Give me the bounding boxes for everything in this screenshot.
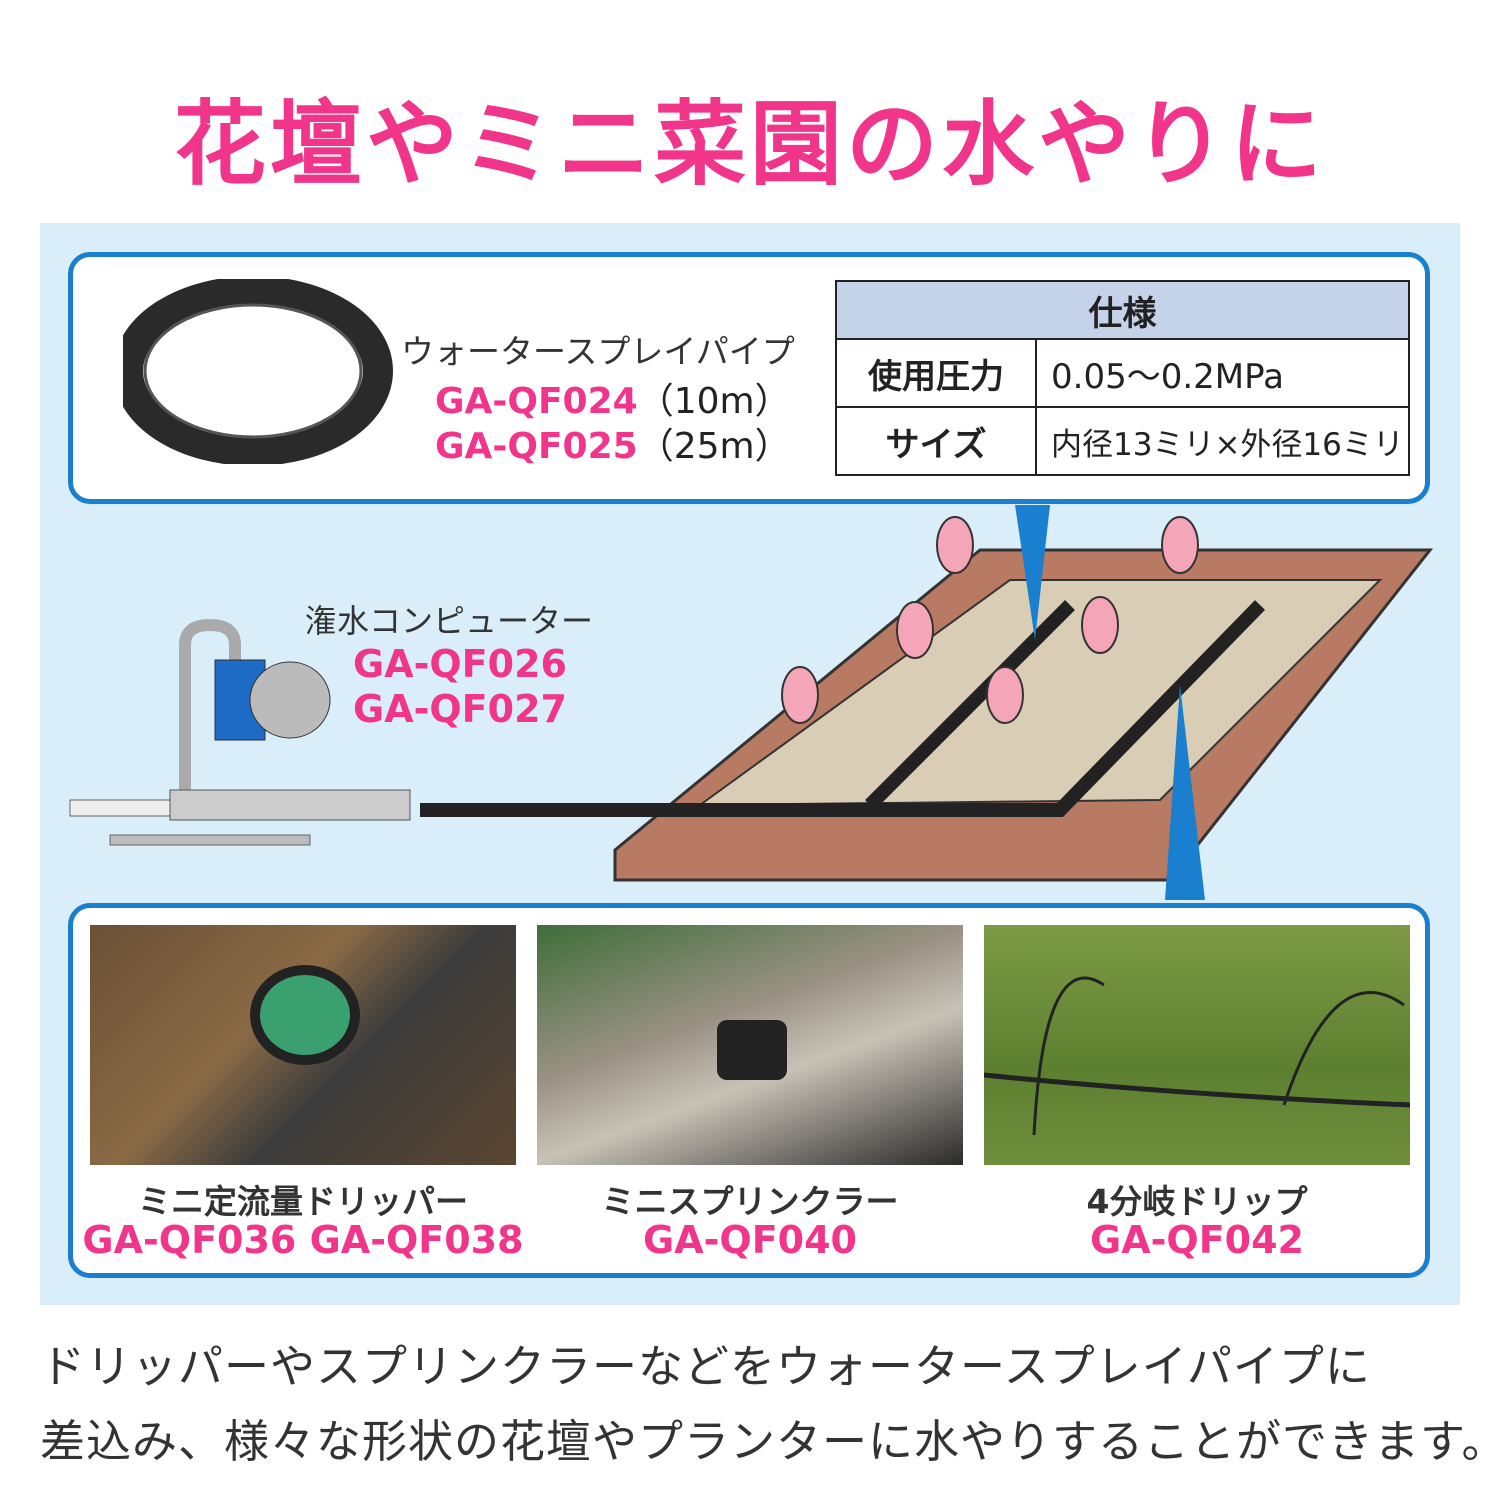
product-code: GA-QF036 GA-QF038 [82,1218,524,1262]
pipe-coil-image [123,279,393,464]
table-row: サイズ内径13ミリ×外径16ミリ [835,406,1410,476]
spec-label: サイズ [835,406,1037,476]
spec-label: 使用圧力 [835,338,1037,408]
product-name: ミニスプリンクラー [601,1182,899,1221]
pipe-length: （10m） [637,381,791,422]
description-line: 差込み、様々な形状の花壇やプランターに水やりすることができます。 [40,1415,1500,1468]
description-line: ドリッパーやスプリンクラーなどをウォータースプレイパイプに [40,1340,1371,1393]
product-code: GA-QF042 [1090,1218,1304,1262]
spec-value: 内径13ミリ×外径16ミリ [1035,406,1410,476]
water-computer-icon [69,618,411,846]
computer-code: GA-QF027 [353,687,567,731]
pipe-code: GA-QF025 [435,426,638,467]
tulip-icons [781,516,1199,724]
garden-bed-illustration [69,505,1434,900]
computer-name: 潅水コンピューター [305,602,594,640]
computer-code: GA-QF026 [353,642,567,686]
pipe-code: GA-QF024 [435,381,638,422]
pipe-info-box: ウォータースプレイパイプ GA-QF024（10m） GA-QF025（25m）… [68,252,1430,504]
product-name: 4分岐ドリップ [1086,1182,1308,1221]
spec-header: 仕様 [835,280,1410,340]
spec-value: 0.05～0.2MPa [1035,338,1410,408]
sprinkler-photo [537,925,963,1165]
product-name: ミニ定流量ドリッパー [138,1182,468,1221]
pipe-name: ウォータースプレイパイプ [401,332,795,371]
spray-pipe [420,600,1266,817]
dripper-photo [90,925,516,1165]
product-code: GA-QF040 [643,1218,857,1262]
pipe-length: （25m） [637,426,791,467]
drip-photo [984,925,1410,1165]
page-title: 花壇やミニ菜園の水やりに [173,91,1326,198]
